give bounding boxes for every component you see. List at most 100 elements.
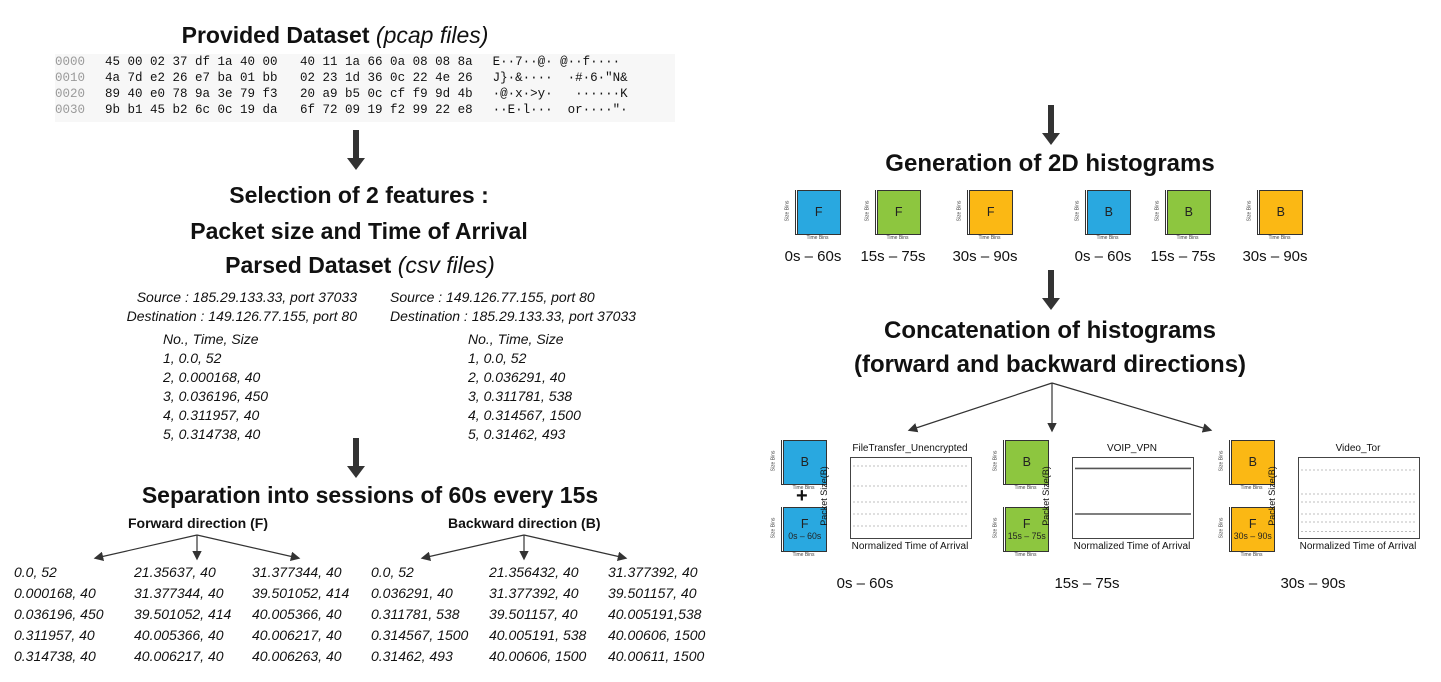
session-value: 0.000168, 40 [14, 585, 96, 601]
bwd-csv: No., Time, Size 1, 0.0, 52 2, 0.036291, 40… [468, 330, 581, 444]
group-time-label: 30s – 90s [1280, 575, 1346, 592]
histogram-x-label: Time Bins [1014, 485, 1037, 491]
fwd-arrow-left [93, 534, 198, 562]
concat-arrow-right [1051, 382, 1213, 433]
histogram-time-label: 0s – 60s [784, 248, 842, 265]
fwd-destination: Destination : 149.126.77.155, port 80 [126, 308, 357, 324]
histogram-y-label: Size Bins [769, 517, 776, 538]
histogram-x-label: Time Bins [1096, 235, 1119, 241]
fwd-csv-row: 2, 0.000168, 40 [163, 369, 261, 385]
bwd-csv-row: 1, 0.0, 52 [468, 350, 527, 366]
scatter-plot [1072, 457, 1194, 539]
arrow-1 [347, 130, 365, 170]
histogram-letter: B [800, 455, 809, 470]
hex-ascii: E··7··@· @··f···· [492, 55, 621, 69]
session-value: 40.006217, 40 [252, 627, 342, 643]
separation-title: Separation into sessions of 60s every 15… [141, 482, 599, 508]
group-time-label: 0s – 60s [836, 575, 894, 592]
fwd-source: Source : 185.29.133.33, port 37033 [136, 289, 357, 305]
histogram-x-axis [875, 233, 921, 235]
hex-offset: 0020 [55, 87, 86, 101]
histogram-letter: F [814, 205, 823, 220]
histogram-letter: B [1248, 455, 1257, 470]
histogram-y-axis [1229, 507, 1231, 552]
hex-offset: 0030 [55, 103, 86, 117]
histogram-time-label: 30s – 90s [1242, 248, 1308, 265]
histogram-y-axis [781, 507, 783, 552]
histogram-y-axis [1085, 190, 1087, 235]
session-value: 31.377344, 40 [134, 585, 224, 601]
histogram-y-label: Size Bins [1217, 517, 1224, 538]
histogram-letter: F [986, 205, 995, 220]
fwd-arrow-right [196, 534, 301, 562]
session-value: 39.501157, 40 [489, 606, 578, 622]
fwd-endpoints: Source : 185.29.133.33, port 37033 Desti… [97, 288, 357, 326]
plot-y-label: Packet Size(B) [1040, 466, 1051, 526]
bwd-csv-row: No., Time, Size [468, 331, 564, 347]
histogram-x-axis [1003, 483, 1049, 485]
histogram-x-label: Time Bins [792, 485, 815, 491]
generation-title: Generation of 2D histograms [885, 150, 1215, 177]
session-value: 0.0, 52 [371, 564, 414, 580]
histogram-x-label: Time Bins [978, 235, 1001, 241]
session-value: 40.00611, 1500 [608, 648, 705, 664]
histogram-x-axis [1257, 233, 1303, 235]
arrow-4 [1042, 270, 1060, 310]
histogram-x-axis [967, 233, 1013, 235]
session-value: 31.377392, 40 [608, 564, 698, 580]
histogram-y-label: Size Bins [863, 200, 870, 221]
session-value: 0.314567, 1500 [371, 627, 469, 643]
histogram-x-axis [1229, 483, 1275, 485]
histogram-x-label: Time Bins [1240, 552, 1263, 558]
histogram-time-inner: 30s – 90s [1233, 531, 1272, 542]
histogram-letter: B [1022, 455, 1031, 470]
histogram-x-label: Time Bins [1268, 235, 1291, 241]
bwd-endpoints: Source : 149.126.77.155, port 80 Destina… [390, 288, 690, 326]
hex-ascii: J}·&···· ·#·6·"N& [492, 71, 628, 85]
histogram-letter: F [894, 205, 903, 220]
histogram-time-label: 15s – 75s [1150, 248, 1216, 265]
fwd-csv-row: 5, 0.314738, 40 [163, 426, 261, 442]
histogram-time-inner: 15s – 75s [1007, 531, 1046, 542]
fwd-csv-row: 1, 0.0, 52 [163, 350, 222, 366]
histogram-square: B [1166, 190, 1211, 235]
bwd-destination: Destination : 185.29.133.33, port 37033 [390, 308, 636, 324]
arrow-2 [347, 438, 365, 478]
provided-dataset-title-main: Provided Dataset [181, 22, 376, 48]
group-time-label: 15s – 75s [1054, 575, 1120, 592]
bwd-arrow-left [420, 534, 525, 562]
histogram-square: B [1230, 440, 1275, 485]
histogram-y-axis [967, 190, 969, 235]
fwd-csv-row: 4, 0.311957, 40 [163, 407, 260, 423]
parsed-dataset-title: Parsed Dataset (csv files) [140, 252, 580, 279]
histogram-x-axis [781, 550, 827, 552]
session-value: 21.35637, 40 [134, 564, 216, 580]
session-value: 0.311781, 538 [371, 606, 460, 622]
histogram-letter: B [1184, 205, 1193, 220]
histogram-square: F [968, 190, 1013, 235]
histogram-letter: F [1248, 517, 1257, 532]
provided-dataset-title-sub: (pcap files) [375, 22, 489, 48]
histogram-y-label: Size Bins [991, 517, 998, 538]
backward-direction-label: Backward direction (B) [448, 515, 601, 531]
bwd-csv-row: 2, 0.036291, 40 [468, 369, 566, 385]
session-value: 31.377344, 40 [252, 564, 342, 580]
plot-x-label: Normalized Time of Arrival [851, 541, 969, 552]
histogram-x-label: Time Bins [1176, 235, 1199, 241]
concatenation-title: Concatenation of histograms (forward and… [820, 314, 1280, 382]
histogram-letter: F [800, 517, 809, 532]
plot-title: Video_Tor [1335, 443, 1381, 454]
histogram-y-label: Size Bins [1073, 200, 1080, 221]
histogram-letter: F [1022, 517, 1031, 532]
bwd-csv-row: 3, 0.311781, 538 [468, 388, 573, 404]
